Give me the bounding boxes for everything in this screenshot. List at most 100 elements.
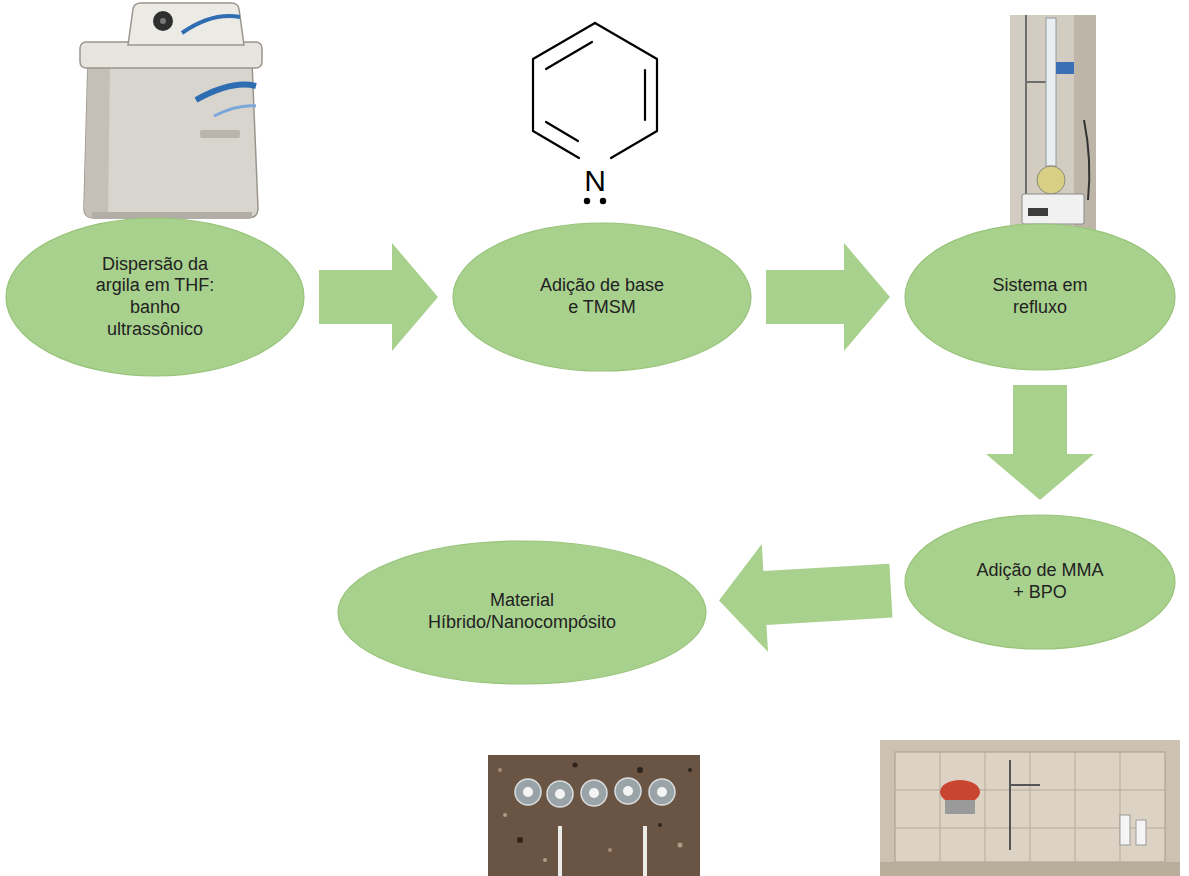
tile-line xyxy=(1075,752,1076,862)
clamp xyxy=(1010,784,1040,786)
speckle xyxy=(637,767,643,773)
bath-badge xyxy=(200,130,240,138)
bond xyxy=(595,23,657,59)
speckle xyxy=(503,813,507,817)
hood-interior xyxy=(895,752,1165,862)
control-panel xyxy=(128,3,244,45)
speckle xyxy=(543,858,547,862)
speckle xyxy=(498,768,502,772)
tape-strip xyxy=(558,826,562,876)
samples-photo xyxy=(488,755,700,876)
sample-center xyxy=(589,788,599,798)
tape-strip xyxy=(643,826,647,876)
tile-line xyxy=(940,752,941,862)
node-text-block: Adição de base e TMSM xyxy=(536,275,668,318)
process-ellipse: Adição de MMA + BPO xyxy=(904,514,1176,650)
controller xyxy=(1056,62,1074,74)
lone-pair-dot xyxy=(584,198,590,204)
granite-ground xyxy=(488,755,700,876)
hotplate-display xyxy=(1028,208,1048,216)
tile-line xyxy=(895,790,1165,791)
bottle xyxy=(1136,820,1146,845)
tubing xyxy=(1084,120,1089,200)
condenser xyxy=(1046,18,1056,166)
tile-line xyxy=(985,752,986,862)
double-bond xyxy=(644,70,646,120)
node-text-block: Material Híbrido/Nanocompósito xyxy=(415,590,630,633)
lone-pair-dot xyxy=(600,198,606,204)
sample-disc xyxy=(547,781,573,807)
hotplate xyxy=(1022,194,1084,224)
sample-center xyxy=(623,786,633,796)
bath-shade xyxy=(84,62,110,218)
sample-center xyxy=(657,787,667,797)
speckle xyxy=(688,768,692,772)
reflux-photo xyxy=(1010,15,1096,232)
step-label: Dispersão da argila em THF: banho ultras… xyxy=(85,254,225,340)
support-rod xyxy=(1025,15,1027,196)
sample-disc xyxy=(615,778,641,804)
double-bond xyxy=(546,42,592,69)
pyridine-structure xyxy=(533,23,657,204)
hood-bench xyxy=(880,862,1180,876)
ellipse-fill xyxy=(453,223,751,371)
bottle xyxy=(1120,815,1130,845)
double-bond xyxy=(546,122,578,141)
bath-body xyxy=(84,62,258,218)
bath-lid xyxy=(80,42,262,68)
bond xyxy=(656,59,658,131)
step-label: Adição de base e TMSM xyxy=(536,275,668,318)
step-label: Sistema em refluxo xyxy=(984,275,1096,318)
step-label: Adição de MMA + BPO xyxy=(973,560,1107,603)
photo-ground xyxy=(1010,15,1096,232)
bond xyxy=(532,59,534,131)
sample-disc xyxy=(515,779,541,805)
sample-disc xyxy=(581,780,607,806)
bond xyxy=(533,23,595,59)
block-arrow xyxy=(719,544,892,652)
node-text-block: Dispersão da argila em THF: banho ultras… xyxy=(85,254,225,340)
atom-label: N xyxy=(584,166,606,196)
speckle xyxy=(573,763,578,768)
bond xyxy=(611,131,657,158)
speckle xyxy=(658,823,662,827)
speckle xyxy=(608,848,612,852)
process-ellipse: Material Híbrido/Nanocompósito xyxy=(337,540,707,685)
ellipse-fill xyxy=(905,224,1175,370)
step-label: Material Híbrido/Nanocompósito xyxy=(415,590,630,633)
bath-base xyxy=(92,212,252,218)
body-swoosh xyxy=(214,106,256,116)
fume-hood-photo xyxy=(880,740,1180,876)
flask xyxy=(1037,166,1065,194)
sample-center xyxy=(523,787,533,797)
sample-center xyxy=(555,789,565,799)
bond xyxy=(533,131,579,158)
sample-disc xyxy=(649,779,675,805)
hood-ground xyxy=(880,740,1180,876)
speckle xyxy=(678,843,683,848)
ellipse-fill xyxy=(6,218,304,376)
body-swoosh xyxy=(196,85,256,100)
process-ellipse: Adição de base e TMSM xyxy=(452,222,752,372)
block-arrow xyxy=(766,243,890,351)
knob-center xyxy=(160,18,166,24)
process-ellipse: Sistema em refluxo xyxy=(904,223,1176,371)
block-arrow xyxy=(986,385,1094,500)
tile-line xyxy=(1030,752,1031,862)
process-ellipse: Dispersão da argila em THF: banho ultras… xyxy=(5,217,305,377)
ellipse-fill xyxy=(338,541,706,684)
ellipse-fill xyxy=(905,515,1175,649)
speckle xyxy=(517,837,523,843)
hotplate xyxy=(945,800,975,814)
node-text-block: Adição de MMA + BPO xyxy=(973,560,1107,603)
control-knob xyxy=(153,11,173,31)
clamp xyxy=(1026,81,1048,83)
block-arrow xyxy=(319,243,438,351)
ultrasonic-bath xyxy=(80,3,262,218)
node-text-block: Sistema em refluxo xyxy=(984,275,1096,318)
panel-swoosh xyxy=(182,16,240,33)
